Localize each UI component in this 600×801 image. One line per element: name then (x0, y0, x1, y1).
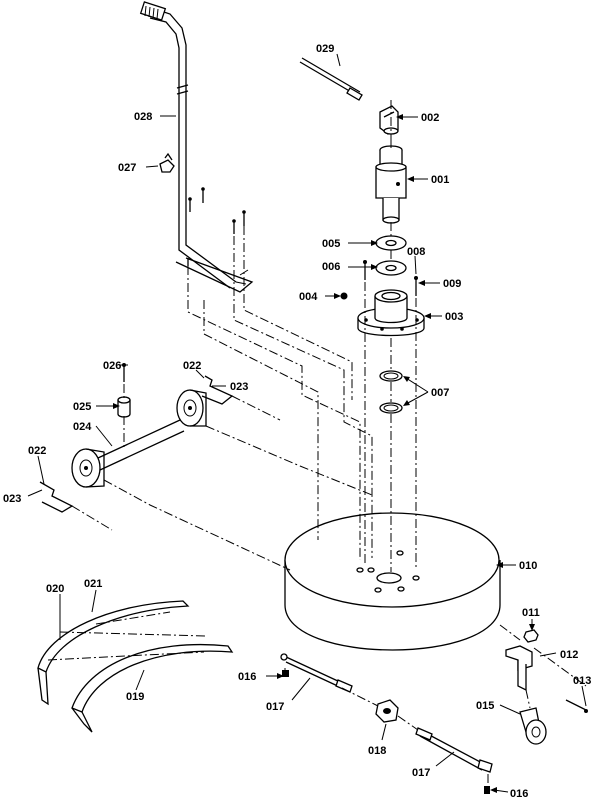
axle-wheels-024 (71, 389, 207, 488)
label-006: 006 (322, 261, 340, 273)
bushing-025 (117, 396, 131, 418)
label-009: 009 (443, 278, 461, 290)
label-007: 007 (431, 387, 449, 399)
linkage-016-017-018 (280, 653, 493, 794)
label-027: 027 (118, 162, 136, 174)
bracket-012 (505, 645, 533, 692)
label-020: 020 (46, 583, 64, 595)
assembly-lines (71, 100, 587, 786)
caster-015 (519, 707, 547, 745)
label-026: 026 (103, 360, 121, 372)
bolt-013 (565, 699, 588, 713)
skirt-019-020-021 (37, 600, 234, 733)
label-022a: 022 (183, 360, 201, 372)
label-022b: 022 (28, 445, 46, 457)
deck-010 (284, 512, 501, 651)
label-028: 028 (134, 111, 152, 123)
ball-004 (340, 292, 348, 300)
label-012: 012 (560, 649, 578, 661)
washer-006 (375, 260, 407, 276)
label-013: 013 (573, 675, 591, 687)
label-010: 010 (519, 560, 537, 572)
pin-026 (122, 363, 126, 382)
label-016b: 016 (510, 788, 528, 800)
nut-011 (523, 629, 539, 643)
label-011: 011 (522, 607, 540, 619)
elbow-fitting-002 (379, 105, 399, 135)
label-021: 021 (84, 578, 102, 590)
rod-029 (299, 57, 363, 101)
o-rings-007 (379, 370, 403, 414)
label-018: 018 (368, 745, 386, 757)
hub-003 (357, 289, 425, 337)
label-025: 025 (73, 401, 91, 413)
label-019: 019 (126, 691, 144, 703)
label-003: 003 (445, 311, 463, 323)
washer-005 (375, 235, 407, 251)
swivel-body-001 (375, 135, 407, 224)
label-017b: 017 (412, 767, 430, 779)
label-029: 029 (316, 43, 334, 55)
label-024: 024 (73, 421, 92, 433)
label-017a: 017 (266, 701, 284, 713)
wing-nut-027 (159, 152, 175, 173)
label-002: 002 (421, 112, 439, 124)
screw-009 (414, 276, 418, 296)
label-004: 004 (299, 291, 318, 303)
label-015: 015 (476, 700, 494, 712)
label-016a: 016 (238, 671, 256, 683)
label-023a: 023 (230, 381, 248, 393)
screw-008 (363, 260, 367, 280)
label-008: 008 (407, 246, 425, 258)
leader-lines (27, 53, 587, 793)
handle-028 (139, 1, 254, 293)
clips-022-023 (39, 375, 234, 513)
part-labels: 029 002 001 005 008 006 009 004 003 007 … (3, 43, 591, 800)
label-023b: 023 (3, 493, 21, 505)
label-001: 001 (431, 174, 449, 186)
handle-screws (187, 187, 246, 266)
label-005: 005 (322, 238, 340, 250)
